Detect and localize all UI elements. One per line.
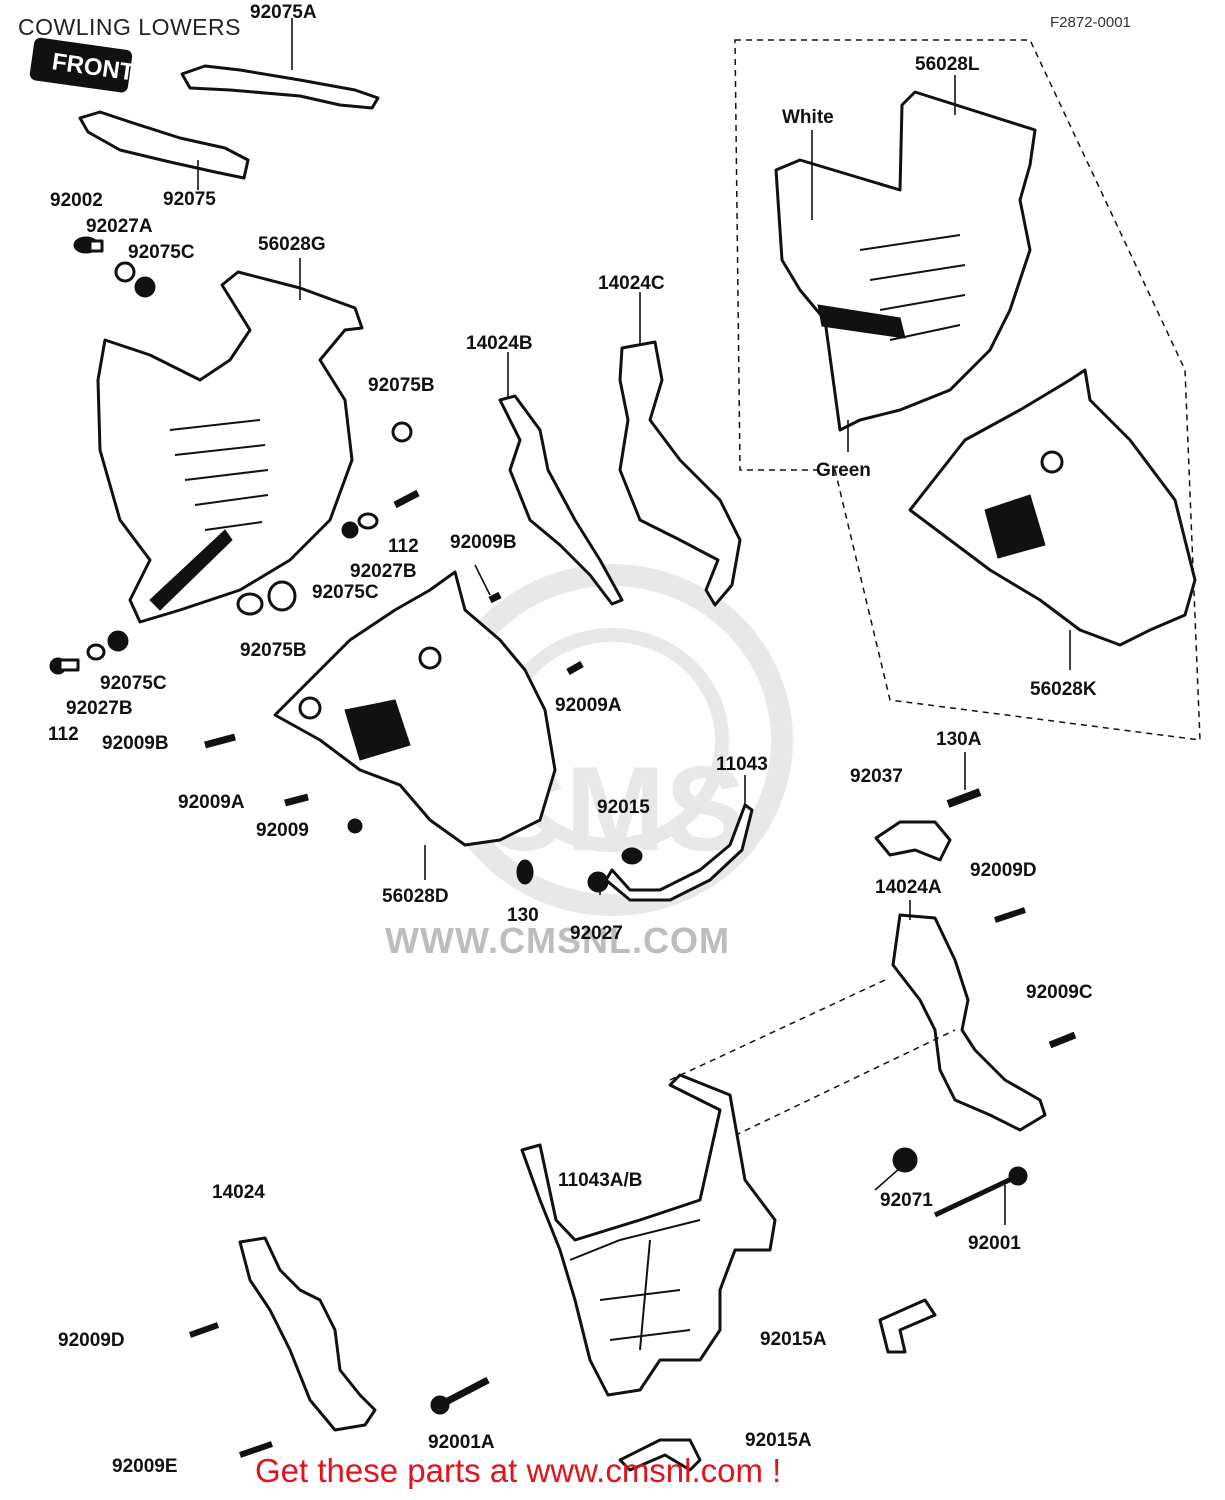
part-label-92009c: 92009C	[1026, 982, 1093, 1003]
part-label-92015a: 92015A	[760, 1329, 827, 1350]
part-label-92009a: 92009A	[555, 695, 622, 716]
cowl-56028l-fins	[859, 234, 966, 341]
part-label-92009: 92009	[256, 820, 309, 841]
part-label-92001: 92001	[968, 1233, 1021, 1254]
cowl-56028l	[774, 90, 1037, 432]
bracket-14024c	[618, 340, 742, 607]
part-label-56028k: 56028K	[1030, 679, 1097, 700]
part-label-92027b: 92027B	[350, 561, 417, 582]
diagram-code: F2872-0001	[1050, 14, 1131, 31]
cowl-56028d-logo	[344, 699, 411, 761]
part-label-92015a-lower: 92015A	[745, 1430, 812, 1451]
part-label-92075c-mid: 92075C	[312, 582, 379, 603]
bolt-92001a-head	[430, 1395, 450, 1415]
stay-frame-11043ab	[520, 1073, 777, 1397]
front-badge: FRONT	[29, 37, 136, 93]
part-label-92027: 92027	[570, 923, 623, 944]
part-label-11043: 11043	[716, 754, 768, 775]
part-label-130a: 130A	[936, 729, 982, 750]
cowl-56028d-hole	[418, 646, 442, 670]
part-label-130: 130	[507, 905, 539, 926]
bracket-14024a-dash	[669, 979, 956, 1146]
watermark-url: WWW.CMSNL.COM	[385, 920, 730, 961]
promo-banner[interactable]: Get these parts at www.cmsnl.com !	[255, 1452, 782, 1489]
screw-130	[516, 859, 534, 885]
part-label-92071: 92071	[880, 1190, 933, 1211]
part-label-92009a-lower: 92009A	[178, 792, 245, 813]
part-label-112: 112	[388, 536, 419, 557]
bolt-92001	[933, 1172, 1022, 1218]
stay-11043	[604, 803, 754, 902]
part-label-56028g: 56028G	[258, 234, 326, 255]
screw-92009d-lower	[188, 1322, 220, 1338]
part-label-14024a: 14024A	[875, 877, 942, 898]
cowl-56028g-strip	[149, 529, 233, 611]
part-label-92002: 92002	[50, 190, 103, 211]
cowl-56028l-stripe	[817, 304, 906, 339]
bracket-14024a	[891, 913, 1047, 1132]
clamp-92037	[874, 820, 952, 862]
cowl-56028g-fins	[169, 419, 269, 531]
bolt-92001-head	[1008, 1166, 1028, 1186]
part-label-92009b-lower: 92009B	[102, 733, 169, 754]
fastener-cluster-top-left	[73, 236, 156, 298]
part-label-92075b: 92075B	[368, 375, 435, 396]
part-label-56028l: 56028L	[915, 54, 980, 75]
part-label-112-lower: 112	[48, 724, 79, 745]
nut-92071	[892, 1147, 918, 1173]
color-note-green: Green	[816, 460, 871, 481]
part-label-92001a: 92001A	[428, 1432, 495, 1453]
assembly-outline-right	[734, 39, 1201, 741]
bracket-14024	[238, 1236, 377, 1432]
color-note-white: White	[782, 107, 834, 128]
fastener-cluster-mid-left	[49, 421, 420, 834]
part-label-92027a: 92027A	[86, 216, 153, 237]
part-label-92075: 92075	[163, 189, 216, 210]
grommet-92015	[621, 847, 643, 865]
screw-92009d	[994, 907, 1026, 923]
part-label-11043ab: 11043A/B	[558, 1170, 643, 1191]
nut-92027	[587, 871, 609, 893]
part-label-14024c: 14024C	[598, 273, 665, 294]
part-label-92075a: 92075A	[250, 2, 317, 23]
part-label-92009d-lower: 92009D	[58, 1330, 125, 1351]
bracket-92075	[78, 110, 250, 180]
cowl-56028d	[273, 570, 557, 847]
part-label-92009b: 92009B	[450, 532, 517, 553]
cowl-56028d-hole	[298, 696, 322, 720]
cowl-56028k	[908, 368, 1197, 647]
grommet-92015a-upper	[878, 1298, 937, 1354]
part-label-92009e: 92009E	[112, 1456, 178, 1477]
screw-92009c	[1048, 1031, 1077, 1049]
bolt-130a	[946, 788, 982, 808]
stay-frame-inner	[569, 1219, 701, 1351]
grommet-92015a-lower	[618, 1438, 702, 1472]
screw-92009a	[566, 660, 584, 676]
part-label-92037: 92037	[850, 766, 903, 787]
leader-lines	[197, 18, 1071, 1225]
part-label-56028d: 56028D	[382, 886, 449, 907]
cowl-56028k-hole	[1040, 450, 1064, 474]
page-title: COWLING LOWERS	[18, 14, 241, 40]
part-label-92075c-lower: 92075C	[100, 673, 167, 694]
screw-92009e	[239, 1441, 273, 1458]
cowl-56028g	[96, 270, 364, 624]
cowl-56028k-logo	[984, 494, 1046, 559]
part-label-92009d: 92009D	[970, 860, 1037, 881]
screw-92009b	[488, 591, 502, 604]
part-label-92075b-lower: 92075B	[240, 640, 307, 661]
part-label-14024: 14024	[212, 1182, 265, 1203]
bracket-14024b	[498, 394, 624, 606]
part-label-92015: 92015	[597, 797, 650, 818]
part-label-14024b: 14024B	[466, 333, 533, 354]
bracket-92075a	[180, 64, 380, 110]
part-labels: 92075A 92075 92002 92027A 92075C 56028G …	[48, 2, 1097, 1477]
part-label-92075c: 92075C	[128, 242, 195, 263]
part-label-92027b-lower: 92027B	[66, 698, 133, 719]
